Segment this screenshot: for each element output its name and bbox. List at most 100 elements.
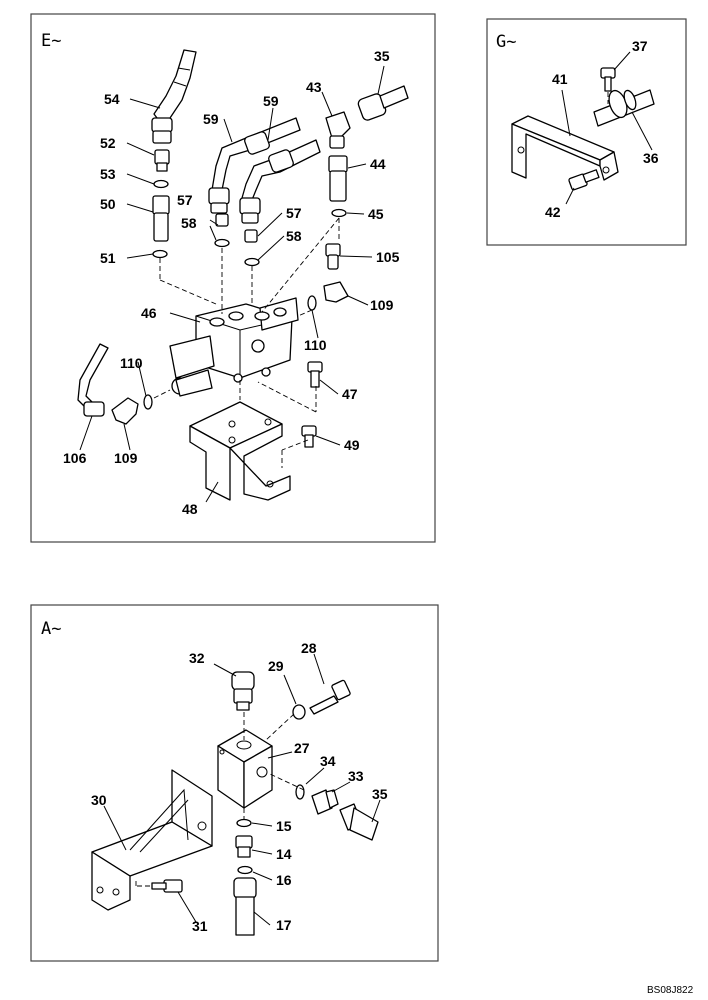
callout-109-right: 109 [370, 297, 394, 313]
leaders-e [79, 65, 385, 503]
o-ring-58-right [244, 257, 260, 267]
callout-44: 44 [370, 156, 386, 172]
callout-27: 27 [294, 740, 310, 756]
callout-59-left: 59 [203, 111, 219, 127]
elbow-109-left [111, 397, 139, 425]
callout-31: 31 [192, 918, 208, 934]
o-ring-53 [153, 179, 169, 189]
callout-57-right: 57 [286, 205, 302, 221]
fitting-35-panel-e [357, 85, 409, 121]
callout-35-a: 35 [372, 786, 388, 802]
callouts-a: 32 29 28 27 34 33 35 30 15 14 16 17 31 [91, 640, 388, 934]
fitting-14 [235, 835, 253, 858]
callout-17: 17 [276, 917, 292, 933]
callout-41: 41 [552, 71, 568, 87]
panel-a: A~ [30, 604, 439, 962]
hose-54 [151, 49, 197, 144]
callout-105: 105 [376, 249, 400, 265]
bolt-49 [301, 425, 317, 448]
hose-fitting-17 [233, 877, 257, 936]
control-valve-46 [169, 297, 299, 397]
callout-57-left: 57 [177, 192, 193, 208]
callout-45: 45 [368, 206, 384, 222]
bracket-30 [91, 769, 213, 911]
callout-29: 29 [268, 658, 284, 674]
callout-15: 15 [276, 818, 292, 834]
fitting-57-right [244, 229, 258, 243]
panel-e: E~ [30, 13, 436, 543]
callout-16: 16 [276, 872, 292, 888]
callouts-g: 37 41 36 42 [545, 38, 659, 220]
fitting-57-left [215, 213, 229, 227]
fitting-33 [311, 789, 339, 815]
adapter-50 [152, 195, 170, 242]
o-ring-51 [152, 249, 168, 259]
bolt-42 [568, 169, 600, 191]
hose-59-left [208, 117, 301, 214]
callout-106: 106 [63, 450, 87, 466]
o-ring-34 [295, 784, 305, 800]
o-ring-16 [237, 865, 253, 875]
callout-33: 33 [348, 768, 364, 784]
callout-48: 48 [182, 501, 198, 517]
hose-106 [77, 343, 109, 417]
bracket-41 [511, 115, 619, 181]
bracket-48 [189, 401, 291, 501]
callout-36: 36 [643, 150, 659, 166]
callout-53: 53 [100, 166, 116, 182]
drawing-code: BS08J822 [647, 985, 694, 996]
callout-58-left: 58 [181, 215, 197, 231]
o-ring-15 [236, 818, 252, 828]
block-27 [217, 729, 273, 809]
o-ring-45 [331, 208, 347, 218]
callout-37: 37 [632, 38, 648, 54]
fitting-32 [231, 671, 255, 711]
elbow-43 [325, 111, 351, 149]
callout-52: 52 [100, 135, 116, 151]
hose-59-right [239, 139, 321, 224]
o-ring-58-left [214, 238, 230, 248]
fitting-35-panel-a [339, 803, 379, 841]
callout-110-left: 110 [120, 355, 143, 371]
elbow-109-right [323, 281, 349, 303]
callout-35-e: 35 [374, 48, 390, 64]
bolt-47 [307, 361, 323, 388]
fitting-52 [154, 149, 170, 172]
clamp-36 [593, 89, 655, 127]
callout-43: 43 [306, 79, 322, 95]
bolt-37 [600, 67, 616, 92]
panel-e-title: E~ [41, 31, 61, 51]
callout-58-right: 58 [286, 228, 302, 244]
fitting-105 [325, 243, 341, 270]
assembly-lines-a [135, 712, 305, 887]
panel-e-frame [30, 13, 436, 543]
o-ring-110-right [307, 295, 317, 311]
callout-32: 32 [189, 650, 205, 666]
panel-g: G~ 37 41 [486, 18, 687, 246]
callout-34: 34 [320, 753, 336, 769]
callout-28: 28 [301, 640, 317, 656]
callout-14: 14 [276, 846, 292, 862]
panel-g-frame [486, 18, 687, 246]
adapter-44 [328, 155, 348, 202]
washer-29 [292, 704, 306, 720]
callouts-e: 54 52 53 50 51 59 59 43 35 44 45 57 58 5… [63, 48, 400, 517]
assembly-lines-e [153, 217, 340, 468]
bolt-28 [309, 679, 351, 715]
leaders-a [103, 653, 381, 926]
callout-42: 42 [545, 204, 561, 220]
callout-30: 30 [91, 792, 107, 808]
o-ring-110-left [143, 394, 153, 410]
callout-50: 50 [100, 196, 116, 212]
callout-51: 51 [100, 250, 116, 266]
callout-109-left: 109 [114, 450, 138, 466]
callout-110-right: 110 [304, 337, 327, 353]
callout-59-right: 59 [263, 93, 279, 109]
leaders-g [561, 51, 653, 205]
callout-54: 54 [104, 91, 120, 107]
callout-47: 47 [342, 386, 358, 402]
panel-a-frame [30, 604, 439, 962]
panel-a-title: A~ [41, 619, 61, 639]
callout-49: 49 [344, 437, 360, 453]
